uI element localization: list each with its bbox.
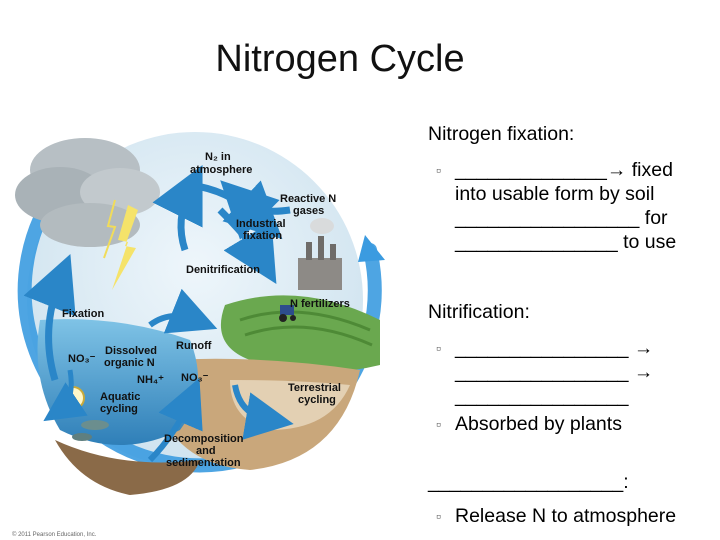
- nitrification-bullet: ▫ ________________ → ________________ → …: [428, 336, 720, 408]
- label-industrial-1: Industrial: [236, 218, 286, 230]
- label-terrestrial-1: Terrestrial: [288, 382, 341, 394]
- copyright-notice: © 2011 Pearson Education, Inc.: [12, 531, 97, 538]
- nitrification-bullet-text: ________________ → ________________ → __…: [455, 336, 720, 408]
- fixation-bullet: ▫ ______________→ fixed into usable form…: [428, 158, 720, 254]
- bullet-icon: ▫: [436, 158, 441, 182]
- label-runoff: Runoff: [176, 340, 212, 352]
- bullet-icon: ▫: [436, 504, 441, 528]
- label-n2-atmosphere-2: atmosphere: [190, 164, 252, 176]
- label-decomposition-1: Decomposition: [164, 433, 244, 445]
- label-aquatic-1: Aquatic: [100, 391, 140, 403]
- label-terrestrial-2: cycling: [298, 394, 336, 406]
- blank-process-heading: __________________:: [428, 470, 629, 494]
- release-bullet: ▫ Release N to atmosphere: [428, 504, 720, 528]
- absorbed-bullet: ▫ Absorbed by plants: [428, 412, 720, 436]
- release-bullet-text: Release N to atmosphere: [455, 504, 720, 528]
- label-nh4: NH₄⁺: [137, 374, 164, 386]
- nitrogen-cycle-diagram: N₂ in atmosphere Reactive N gases Indust…: [0, 130, 430, 540]
- label-n2-atmosphere-1: N₂ in: [205, 151, 231, 163]
- label-n-fertilizers: N fertilizers: [290, 298, 350, 310]
- fixation-bullet-text: ______________→ fixed into usable form b…: [455, 158, 720, 254]
- label-reactive-n-2: gases: [293, 205, 324, 217]
- label-denitrification: Denitrification: [186, 264, 260, 276]
- label-no3-mid: NO₃⁻: [181, 372, 209, 384]
- fixation-heading: Nitrogen fixation:: [428, 122, 574, 146]
- bullet-icon: ▫: [436, 412, 441, 436]
- label-dissolved-1: Dissolved: [105, 345, 157, 357]
- bullet-icon: ▫: [436, 336, 441, 360]
- label-dissolved-2: organic N: [104, 357, 155, 369]
- label-aquatic-2: cycling: [100, 403, 138, 415]
- absorbed-bullet-text: Absorbed by plants: [455, 412, 720, 436]
- label-no3-left: NO₃⁻: [68, 353, 96, 365]
- label-industrial-2: fixation: [243, 230, 282, 242]
- label-decomposition-3: sedimentation: [166, 457, 241, 469]
- nitrification-heading: Nitrification:: [428, 300, 530, 324]
- label-reactive-n-1: Reactive N: [280, 193, 336, 205]
- page-title: Nitrogen Cycle: [0, 38, 680, 81]
- label-fixation: Fixation: [62, 308, 104, 320]
- label-decomposition-2: and: [196, 445, 216, 457]
- fish-icon: [81, 420, 109, 430]
